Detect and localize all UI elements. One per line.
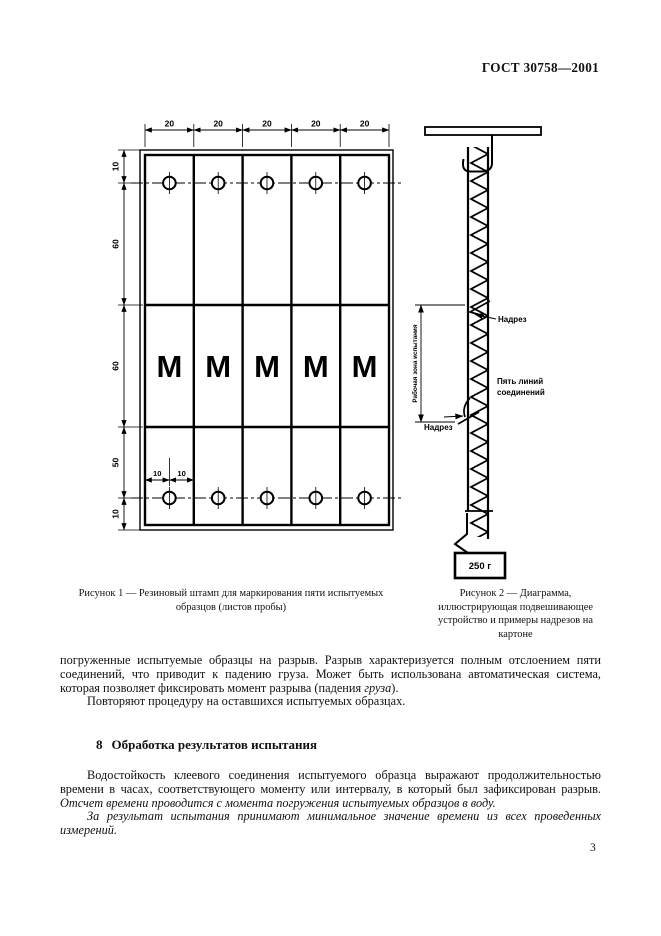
- stamp-outline: [139, 149, 394, 531]
- figure2-caption-line4: картоне: [498, 628, 533, 640]
- dim-left-5: 10: [111, 509, 121, 519]
- stamp-letter-1: М: [156, 349, 182, 384]
- top-hook: [461, 135, 493, 173]
- paragraph-result: За результат испытания принимают минимал…: [60, 809, 601, 838]
- hole-offset-dimension: [144, 458, 195, 486]
- dim-top-2: 20: [213, 119, 223, 129]
- dim-left-4: 50: [111, 458, 121, 468]
- body-text: погруженные испытуемые образцы на разрыв…: [60, 653, 601, 838]
- weight-label: 250 г: [469, 561, 491, 572]
- notch-bottom: [457, 397, 480, 425]
- figure2-hanging-device: Надрез Рабочая зона испытания Пять линий…: [411, 126, 545, 580]
- hole-centerlines: [131, 182, 403, 499]
- paragraph-rupture-text: погруженные испытуемые образцы на разрыв…: [60, 653, 601, 695]
- section-title: Обработка результатов испытания: [111, 737, 318, 753]
- glue-lines-label-2: соединений: [497, 388, 545, 397]
- standard-code: ГОСТ 30758—2001: [481, 60, 599, 75]
- dim-left-1: 10: [111, 162, 121, 172]
- figure1-stamp-drawing: 20 20 20 20 20 10 60 60 50 10: [111, 119, 403, 531]
- notch-bottom-label: Надрез: [424, 423, 453, 432]
- glue-lines-label-1: Пять линий: [497, 377, 543, 386]
- dim-hole-1: 10: [153, 469, 161, 478]
- notch-top-leader: [474, 313, 497, 320]
- dim-left-2: 60: [111, 239, 121, 249]
- figure2-caption-line2: иллюстрирующая подвешивающее: [438, 601, 593, 613]
- top-dimension-chain: [144, 124, 390, 147]
- stamp-letter-3: М: [254, 349, 280, 384]
- weight-box: [453, 551, 507, 580]
- figure1-caption: Рисунок 1 — Резиновый штамп для маркиров…: [55, 587, 407, 614]
- dim-top-1: 20: [165, 119, 175, 129]
- paragraph-water-resistance-italic: Отсчет времени проводится с момента погр…: [60, 795, 496, 810]
- figure2-caption: Рисунок 2 — Диаграмма, иллюстрирующая по…: [412, 587, 619, 641]
- section-number: 8: [96, 737, 103, 753]
- page-number: 3: [590, 842, 596, 854]
- paragraph-water-resistance: Водостойкость клеевого соединения испыту…: [60, 767, 601, 810]
- work-zone-dimension: [415, 304, 465, 423]
- dim-top-5: 20: [360, 119, 370, 129]
- stamp-letter-5: М: [352, 349, 378, 384]
- dim-top-3: 20: [262, 119, 272, 129]
- paragraph-rupture: погруженные испытуемые образцы на разрыв…: [60, 653, 601, 695]
- figure2-caption-line3: устройство и примеры надрезов на: [438, 615, 593, 626]
- stamp-holes: [162, 172, 372, 509]
- notch-bottom-leader: [443, 413, 464, 420]
- paragraph-rupture-close: ).: [391, 680, 399, 695]
- paragraph-water-resistance-text: Водостойкость клеевого соединения испыту…: [60, 767, 601, 796]
- weight-hook: [453, 510, 493, 554]
- stamp-letter-2: М: [205, 349, 231, 384]
- support-bar: [424, 126, 542, 136]
- notch-top-label: Надрез: [498, 315, 527, 324]
- paragraph-rupture-italic: груза: [364, 680, 392, 695]
- stamp-letter-4: М: [303, 349, 329, 384]
- section-heading: 8 Обработка результатов испытания: [96, 738, 601, 752]
- dim-top-4: 20: [311, 119, 321, 129]
- work-zone-label: Рабочая зона испытания: [411, 324, 419, 402]
- figure1-caption-line2: образцов (листов пробы): [175, 601, 287, 613]
- dim-hole-2: 10: [177, 469, 185, 478]
- cardboard-strip: [466, 147, 490, 539]
- dim-left-3: 60: [111, 361, 121, 371]
- figure2-caption-line1: Рисунок 2 — Диаграмма,: [459, 588, 572, 599]
- left-dimension-chain: [118, 149, 143, 531]
- figure1-caption-line1: Рисунок 1 — Резиновый штамп для маркиров…: [78, 588, 384, 599]
- paragraph-repeat: Повторяют процедуру на оставшихся испыту…: [87, 694, 406, 709]
